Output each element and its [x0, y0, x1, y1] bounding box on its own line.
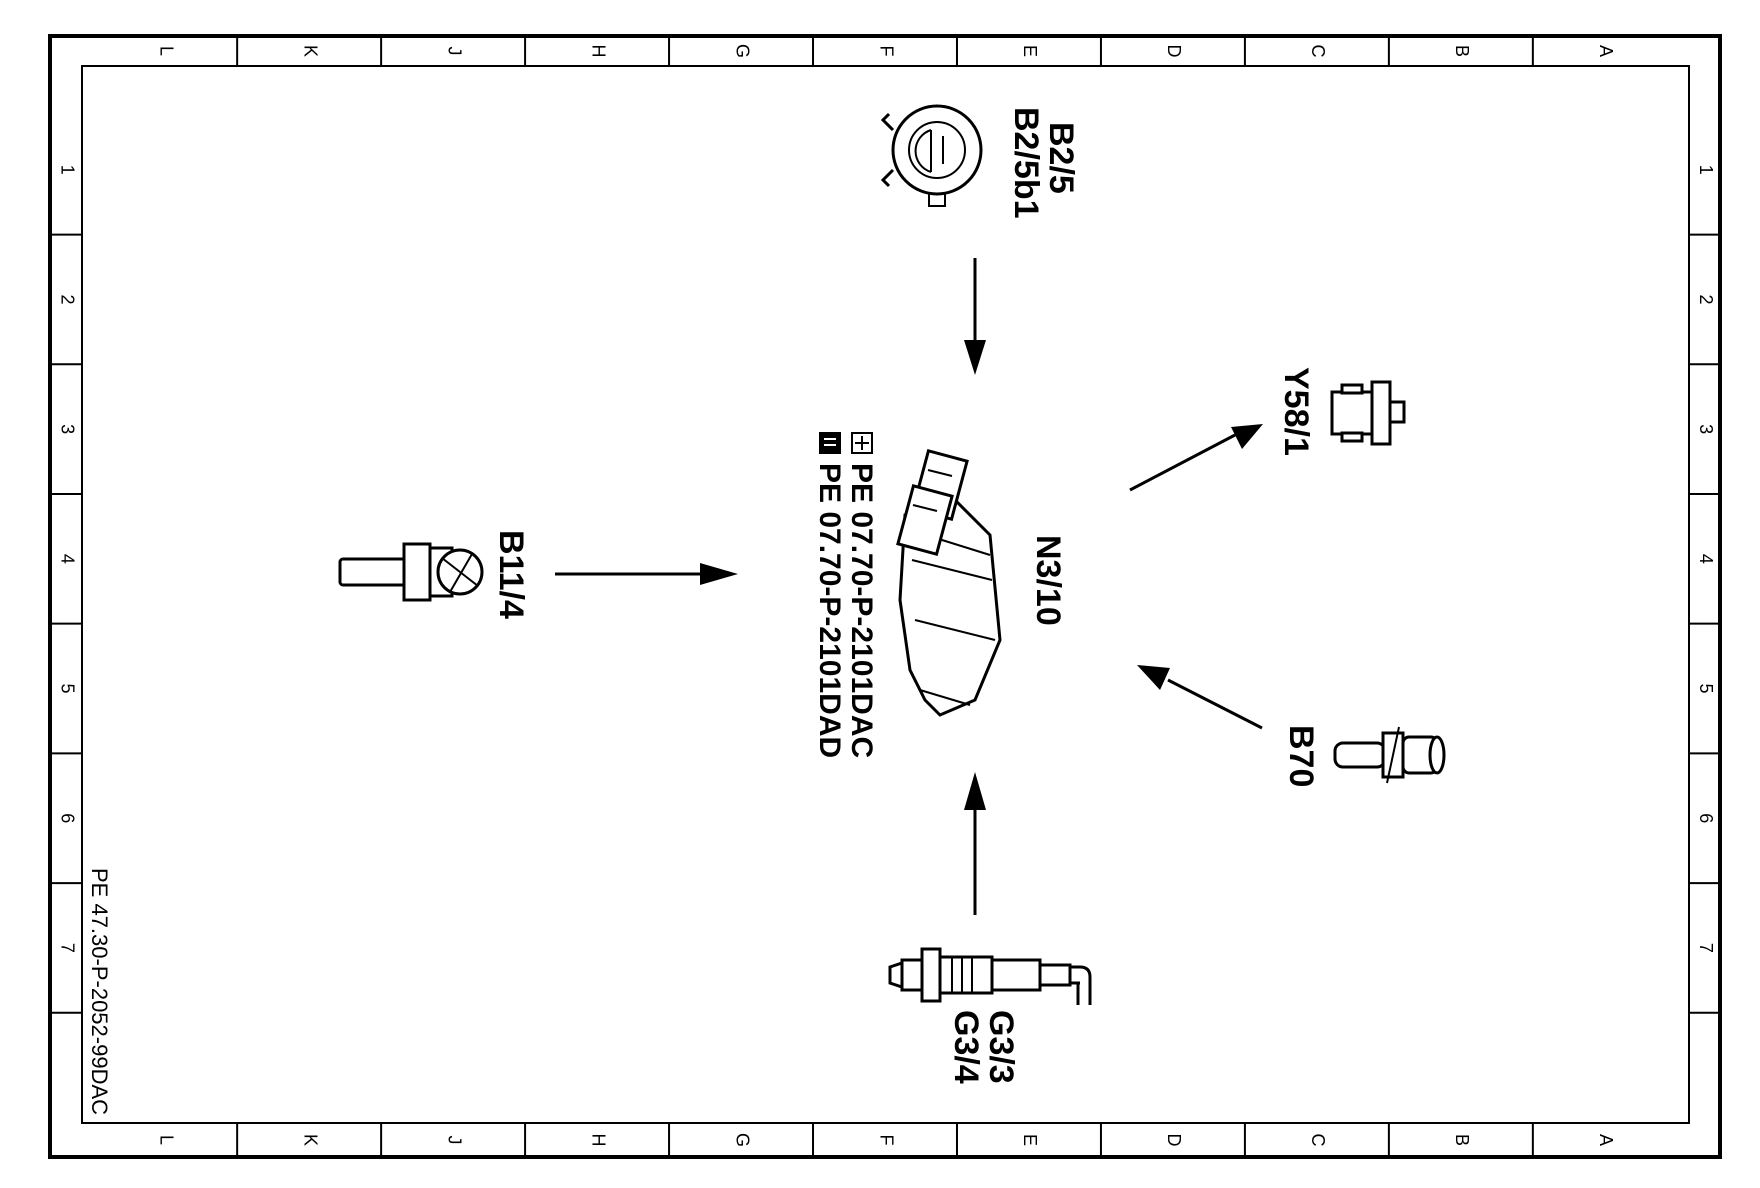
row-label: 3: [57, 424, 77, 434]
ecu-ref-1: PE 07.70-P-2101DAC: [845, 463, 878, 758]
row-dividers: [50, 233, 1720, 1014]
row-label: 4: [1696, 554, 1716, 564]
row-label: 5: [1696, 684, 1716, 694]
column-label: L: [156, 1135, 176, 1145]
arrow-ecu-to-valve: [1129, 424, 1263, 492]
air-pump-valve-label: Y58/1: [1277, 367, 1315, 456]
speed-sensor: B11/4: [338, 530, 530, 619]
document-number: PE 47.30-P-2052-99DAC: [87, 868, 112, 1115]
oxygen-sensor-icon: [888, 947, 1092, 1005]
ecu-icon: [896, 449, 1002, 717]
camshaft-sensor-icon: [880, 104, 983, 207]
camshaft-sensor-label-2: B2/5b1: [1007, 107, 1045, 219]
column-label: H: [588, 45, 608, 58]
column-label: E: [1020, 1134, 1040, 1146]
column-label: C: [1308, 1134, 1328, 1147]
row-label: 1: [1696, 165, 1716, 175]
speed-sensor-label: B11/4: [492, 530, 530, 619]
row-label: 5: [57, 684, 77, 694]
speed-sensor-icon: [338, 542, 484, 602]
row-label: 7: [1696, 943, 1716, 953]
column-label: G: [732, 1133, 752, 1147]
camshaft-sensor: B2/5 B2/5b1: [880, 104, 1080, 219]
row-labels-left: 1 2 3 4 5 6 7: [57, 165, 77, 953]
book-icon: [819, 432, 841, 454]
hand-pointer-icon: [851, 432, 873, 454]
row-labels-right: 1 2 3 4 5 6 7: [1696, 165, 1716, 953]
crankshaft-sensor-icon: [1333, 726, 1446, 784]
engine-control-unit: N3/10 PE 07.70-P-2101DAC PE 07.70-P-2101…: [813, 432, 1067, 758]
oxygen-sensor-label-1: G3/3: [982, 1010, 1020, 1084]
column-label: B: [1452, 45, 1472, 57]
arrow-speed-sensor-to-ecu: [555, 563, 738, 585]
column-label: H: [588, 1134, 608, 1147]
air-pump-valve-icon: [1330, 380, 1406, 446]
arrow-crankshaft-to-ecu: [1137, 665, 1263, 730]
column-label: A: [1596, 1134, 1616, 1146]
row-label: 3: [1696, 424, 1716, 434]
camshaft-sensor-label-1: B2/5: [1042, 122, 1080, 194]
column-label: E: [1020, 45, 1040, 57]
column-label: K: [300, 1134, 320, 1146]
column-label: J: [444, 1136, 464, 1145]
row-label: 6: [1696, 813, 1716, 823]
row-label: 6: [57, 813, 77, 823]
column-label: J: [444, 47, 464, 56]
ecu-refs: PE 07.70-P-2101DAC PE 07.70-P-2101DAD: [813, 432, 878, 758]
row-label: 7: [57, 943, 77, 953]
crankshaft-sensor-label: B70: [1282, 725, 1320, 787]
row-label: 1: [57, 165, 77, 175]
column-label: G: [732, 44, 752, 58]
arrow-oxygen-to-ecu: [964, 772, 986, 915]
ecu-ref-2: PE 07.70-P-2101DAD: [813, 463, 846, 758]
column-label: F: [876, 46, 896, 57]
drawing-frame: L K J H G F E D C B A L K J H G F E D C B A 1 2 3 4 5 6 7 1 2 3 4 5 6 7: [48, 34, 1722, 1159]
row-label: 2: [57, 294, 77, 304]
row-label: 4: [57, 554, 77, 564]
column-label: K: [300, 45, 320, 57]
column-label: F: [876, 1135, 896, 1146]
oxygen-sensor: G3/3 G3/4: [888, 947, 1092, 1084]
column-label: B: [1452, 1134, 1472, 1146]
crankshaft-sensor: B70: [1282, 725, 1446, 787]
arrow-camshaft-to-ecu: [964, 258, 986, 375]
air-pump-valve: Y58/1: [1277, 367, 1406, 456]
column-label: D: [1164, 1134, 1184, 1147]
column-label: D: [1164, 45, 1184, 58]
row-label: 2: [1696, 294, 1716, 304]
column-dividers: [236, 36, 1534, 1157]
column-label: C: [1308, 45, 1328, 58]
ecu-label: N3/10: [1029, 535, 1067, 626]
column-label: L: [156, 46, 176, 56]
column-label: A: [1596, 45, 1616, 57]
oxygen-sensor-label-2: G3/4: [947, 1010, 985, 1084]
